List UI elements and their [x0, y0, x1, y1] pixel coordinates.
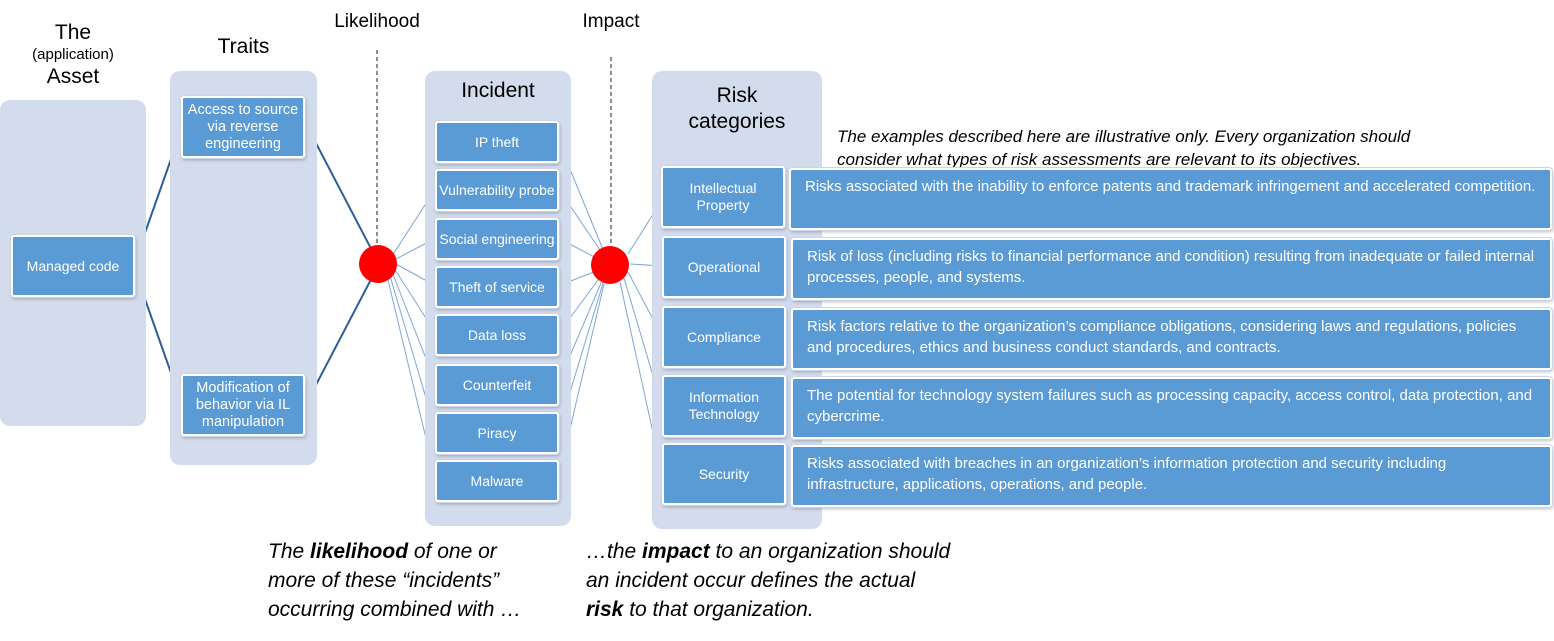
- likelihood-caption: The likelihood of one or more of these “…: [268, 540, 522, 621]
- risk-desc-compliance: Risk factors relative to the organizatio…: [791, 308, 1552, 370]
- risk-disclaimer-note: The examples described here are illustra…: [837, 127, 1411, 169]
- risk-header: Risk categories: [688, 84, 786, 133]
- incident-counterfeit: Counterfeit: [435, 364, 559, 406]
- impact-caption: …the impact to an organization should an…: [586, 540, 951, 621]
- incident-header: Incident: [461, 79, 535, 102]
- asset-managed-code: Managed code: [11, 235, 135, 297]
- risk-category-ip: Intellectual Property: [661, 166, 785, 228]
- risk-desc-ip: Risks associated with the inability to e…: [789, 168, 1552, 230]
- likelihood-label: Likelihood: [334, 11, 420, 32]
- incident-ip-theft: IP theft: [435, 121, 559, 163]
- trait-reverse-engineering: Access to source via reverse engineering: [181, 96, 305, 158]
- risk-desc-security: Risks associated with breaches in an org…: [791, 445, 1552, 507]
- risk-desc-operational: Risk of loss (including risks to financi…: [791, 238, 1552, 300]
- risk-category-security: Security: [662, 443, 786, 505]
- trait-likelihood-line: [305, 265, 379, 405]
- impact-label: Impact: [582, 11, 640, 32]
- trait-il-manipulation: Modification of behavior via IL manipula…: [181, 374, 305, 436]
- incident-vulnerability-probe: Vulnerability probe: [435, 169, 559, 211]
- trait-likelihood-line: [305, 123, 379, 263]
- traits-header: Traits: [217, 35, 270, 58]
- risk-category-it: Information Technology: [662, 375, 786, 437]
- incident-malware: Malware: [435, 460, 559, 502]
- incident-piracy: Piracy: [435, 412, 559, 454]
- incident-data-loss: Data loss: [435, 314, 559, 356]
- likelihood-node: [359, 245, 397, 283]
- risk-category-compliance: Compliance: [662, 306, 786, 368]
- impact-node: [591, 246, 629, 284]
- risk-desc-it: The potential for technology system fail…: [791, 377, 1552, 439]
- risk-category-operational: Operational: [662, 236, 786, 298]
- incident-social-engineering: Social engineering: [435, 218, 559, 260]
- incident-theft-of-service: Theft of service: [435, 266, 559, 308]
- asset-header: The (application) Asset: [32, 21, 114, 88]
